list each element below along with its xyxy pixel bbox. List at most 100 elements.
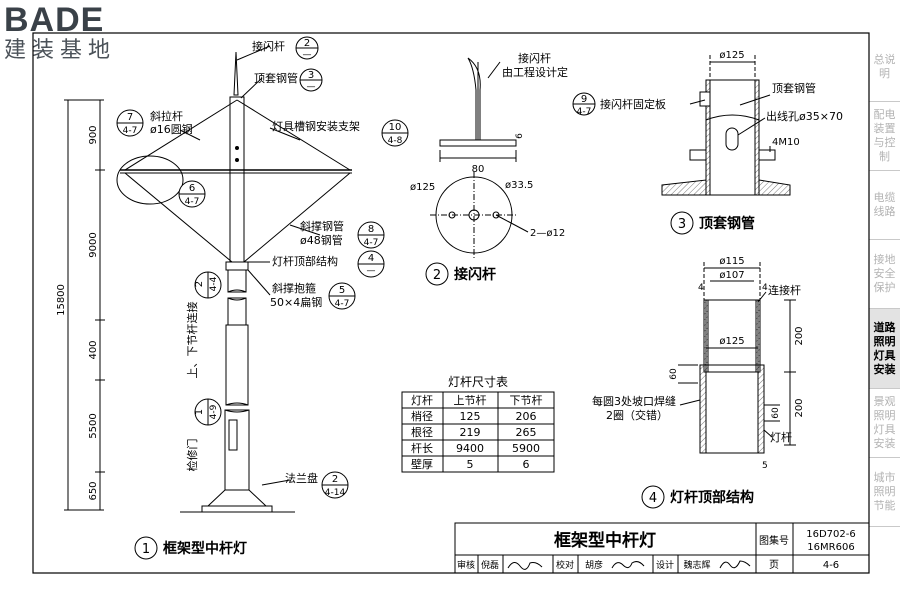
pole-wall-right [757, 364, 765, 454]
caption-circle [134, 536, 158, 560]
table-cell: 125 [460, 410, 481, 423]
rod-wall [755, 299, 761, 373]
caption-number: 3 [678, 217, 686, 232]
sleeve-wall [754, 79, 760, 196]
pole-joint [225, 324, 249, 406]
title-block-border [454, 522, 870, 574]
dim-80: 80 [472, 164, 485, 175]
dim-thickness: 4 [762, 283, 768, 293]
leader [236, 45, 271, 61]
callout-sub: 4-8 [388, 136, 403, 146]
callout-ref: 2 [332, 474, 338, 485]
dim-650: 650 [88, 481, 99, 500]
lower-pole-left [661, 179, 707, 196]
lower-pole-right [758, 179, 791, 196]
caption-circle [641, 485, 665, 509]
callout-ref: 4 [368, 253, 374, 264]
leader [757, 291, 767, 303]
label-rod-note: 由工程设计定 [502, 65, 568, 79]
callout-sub: — [367, 266, 376, 276]
label-fixing-plate: 接闪杆固定板 [600, 97, 666, 111]
callout-sub: 4-9 [209, 404, 219, 419]
atlas-number-1: 16D702-6 [806, 529, 855, 540]
label-bolt: 4M10 [772, 137, 800, 148]
brand-logo: BADE 建装基地 [4, 2, 154, 72]
figure-4-caption: 灯杆顶部结构 [670, 489, 754, 506]
table-cell: 根径 [411, 425, 433, 439]
callout-ref: 9 [581, 94, 587, 105]
label-frame-bracket: 灯具槽钢安装支架 [272, 119, 360, 133]
figure-2 [425, 57, 529, 286]
leader [737, 117, 766, 136]
holes-spec: 2—ø12 [530, 228, 565, 239]
sidebar-item-distribution[interactable]: 配电装置与控制 [869, 102, 900, 171]
callout-sub: 4-7 [364, 238, 379, 248]
leader [763, 429, 773, 438]
break-mark [225, 402, 249, 406]
sidebar-item-landscape[interactable]: 景观照明灯具安装 [869, 389, 900, 458]
page-label: 页 [769, 559, 779, 571]
dia-125: ø125 [719, 336, 744, 347]
label-brace-tube: 斜撑钢管 [300, 219, 344, 233]
label-tie-rod-spec: ø16圆钢 [150, 123, 193, 136]
dim-400: 400 [88, 340, 99, 359]
break-mark [227, 289, 247, 293]
sidebar-item-general[interactable]: 总说明 [869, 33, 900, 102]
table-cell: 5900 [512, 442, 540, 455]
dim-60: 60 [771, 407, 781, 419]
callout-sub: 4-7 [335, 299, 350, 309]
callout-sub: 4-7 [123, 126, 138, 136]
sidebar-item-energy[interactable]: 城市照明节能 [869, 458, 900, 527]
table-cell: 219 [460, 426, 481, 439]
figure-1-text: 接闪杆 2 — 顶套钢管 3 — 斜拉杆 ø16圆钢 7 4-7 灯具槽钢安装支… [56, 38, 403, 557]
leader [261, 479, 291, 486]
break-mark [227, 297, 247, 301]
label-brace-tube-spec: ø48钢管 [300, 233, 343, 247]
sidebar-item-grounding[interactable]: 接地安全保护 [869, 240, 900, 309]
base-stiffener [206, 489, 268, 507]
table-header: 灯杆 [411, 393, 433, 407]
logo-brand: BADE [4, 1, 105, 39]
caption-number: 1 [142, 542, 150, 557]
detail-circle [116, 155, 184, 205]
table-cell: 265 [516, 426, 537, 439]
chapter-sidebar: 总说明 配电装置与控制 电缆线路 接地安全保护 道路照明灯具安装 景观照明灯具安… [869, 33, 900, 527]
bolt-mark [235, 146, 239, 150]
designer-signature [719, 560, 751, 569]
figure-1-callouts [116, 36, 409, 560]
caption-number: 2 [433, 268, 441, 283]
rod-wall [703, 299, 709, 373]
table-cell: 6 [523, 458, 530, 471]
reviewer-signature [507, 562, 543, 570]
callout-ref: 3 [308, 70, 314, 81]
dim-200: 200 [794, 326, 805, 345]
label-rod: 接闪杆 [518, 51, 551, 65]
sidebar-item-label: 接地安全保护 [873, 253, 896, 294]
bolt-left [689, 149, 707, 161]
cable-hole [725, 127, 739, 151]
page-number: 4-6 [823, 560, 839, 571]
leader [179, 129, 201, 141]
label-door: 检修门 [185, 439, 199, 472]
figure-3-text: ø125 顶套钢管 接闪杆固定板 9 4-7 出线孔ø35×70 4M10 3 … [577, 50, 843, 232]
service-door [228, 419, 238, 451]
table-cell: 壁厚 [411, 457, 433, 471]
sidebar-item-road-lighting[interactable]: 道路照明灯具安装 [869, 309, 900, 389]
pole-body [705, 364, 759, 454]
figure-2-caption: 接闪杆 [454, 266, 496, 283]
table-cell: 9400 [456, 442, 484, 455]
label-brace-hoop-spec: 50×4扁钢 [270, 296, 322, 309]
dim-15800: 15800 [56, 284, 67, 316]
caption-circle [670, 211, 694, 235]
leader [487, 61, 501, 79]
pole-dimension-table: 灯杆尺寸表 灯杆 上节杆 下节杆 梢径 125 206 根径 219 265 杆… [401, 375, 555, 473]
figure-3-caption: 顶套钢管 [699, 215, 755, 232]
brace-hoop [225, 261, 249, 271]
sidebar-item-cable[interactable]: 电缆线路 [869, 171, 900, 240]
label-pole: 灯杆 [770, 430, 792, 444]
label-lightning-rod: 接闪杆 [252, 39, 285, 53]
sidebar-item-label: 景观照明灯具安装 [873, 395, 896, 450]
label-weld-note: 2圈（交错） [606, 408, 668, 422]
dim-thickness: 4 [698, 283, 704, 293]
frame-brace-right [243, 172, 351, 263]
